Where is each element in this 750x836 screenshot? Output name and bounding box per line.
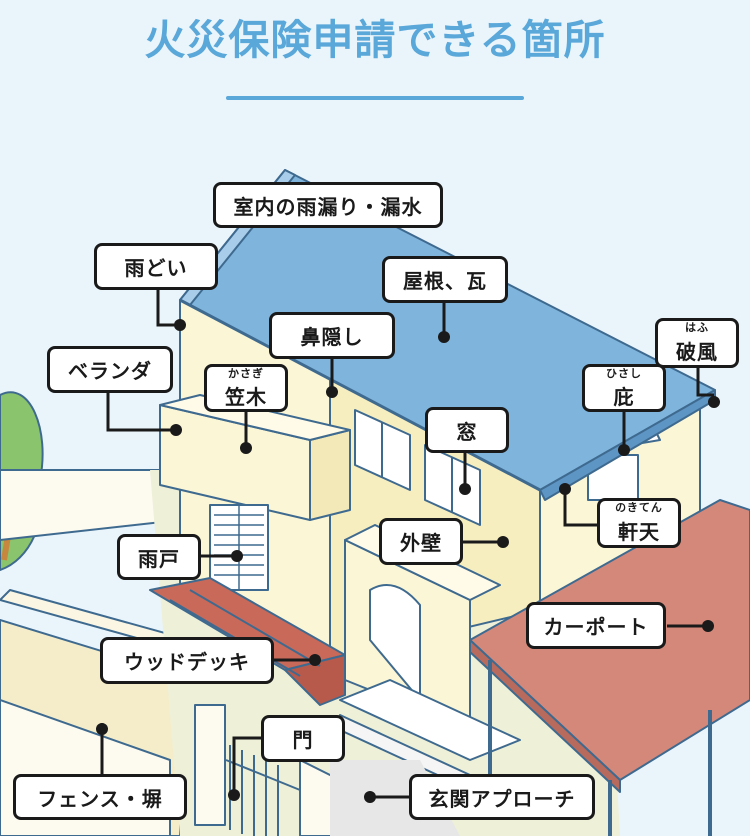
label-gate: 門: [261, 715, 345, 762]
label-fence: フェンス・塀: [13, 774, 187, 820]
label-wood-deck: ウッドデッキ: [100, 637, 274, 684]
label-carport: カーポート: [526, 602, 666, 649]
house-body: [159, 299, 541, 791]
label-text: 外壁: [400, 531, 442, 555]
label-roof: 屋根、瓦: [382, 256, 508, 303]
label-storm-shutter: 雨戸: [117, 534, 201, 580]
label-ruby: はふ: [685, 321, 709, 334]
label-text: 玄関アプローチ: [428, 786, 576, 811]
label-exterior-wall: 外壁: [379, 518, 463, 565]
label-text: フェンス・塀: [37, 786, 163, 811]
label-text: カーポート: [543, 615, 649, 639]
label-nose-cover: 鼻隠し: [269, 312, 395, 359]
label-veranda: ベランダ: [47, 346, 173, 393]
label-canopy: ひさし庇: [582, 364, 666, 412]
label-eave-board: はふ破風: [655, 318, 739, 368]
label-text: 鼻隠し: [300, 325, 364, 349]
label-text: 破風: [676, 339, 718, 364]
label-ruby: ひさし: [606, 367, 642, 380]
label-soffit: のきてん軒天: [597, 498, 681, 548]
label-ruby: かさぎ: [228, 367, 264, 380]
label-text: 屋根、瓦: [403, 269, 487, 293]
label-text: 雨どい: [124, 256, 188, 280]
page-title: 火災保険申請できる箇所: [144, 16, 606, 64]
label-text: ベランダ: [68, 359, 152, 383]
label-text: 室内の雨漏り・漏水: [233, 194, 423, 219]
label-text: 雨戸: [138, 546, 180, 571]
label-text: 窓: [456, 419, 478, 444]
wood-deck-structure: [149, 577, 346, 706]
title-underline: [226, 96, 524, 100]
label-text: 庇: [613, 384, 635, 409]
label-entrance-approach: 玄関アプローチ: [409, 774, 595, 820]
label-ruby: のきてん: [615, 501, 663, 514]
label-text: 笠木: [225, 384, 267, 409]
label-text: ウッドデッキ: [124, 650, 250, 674]
label-window: 窓: [425, 407, 509, 453]
label-text: 門: [292, 728, 314, 752]
label-gutter: 雨どい: [94, 243, 218, 290]
label-text: 軒天: [618, 519, 660, 544]
leader-dots: [96, 319, 720, 803]
label-indoor-leak: 室内の雨漏り・漏水: [213, 182, 443, 228]
leader-lines: [100, 290, 714, 799]
label-coping: かさぎ笠木: [204, 364, 288, 412]
